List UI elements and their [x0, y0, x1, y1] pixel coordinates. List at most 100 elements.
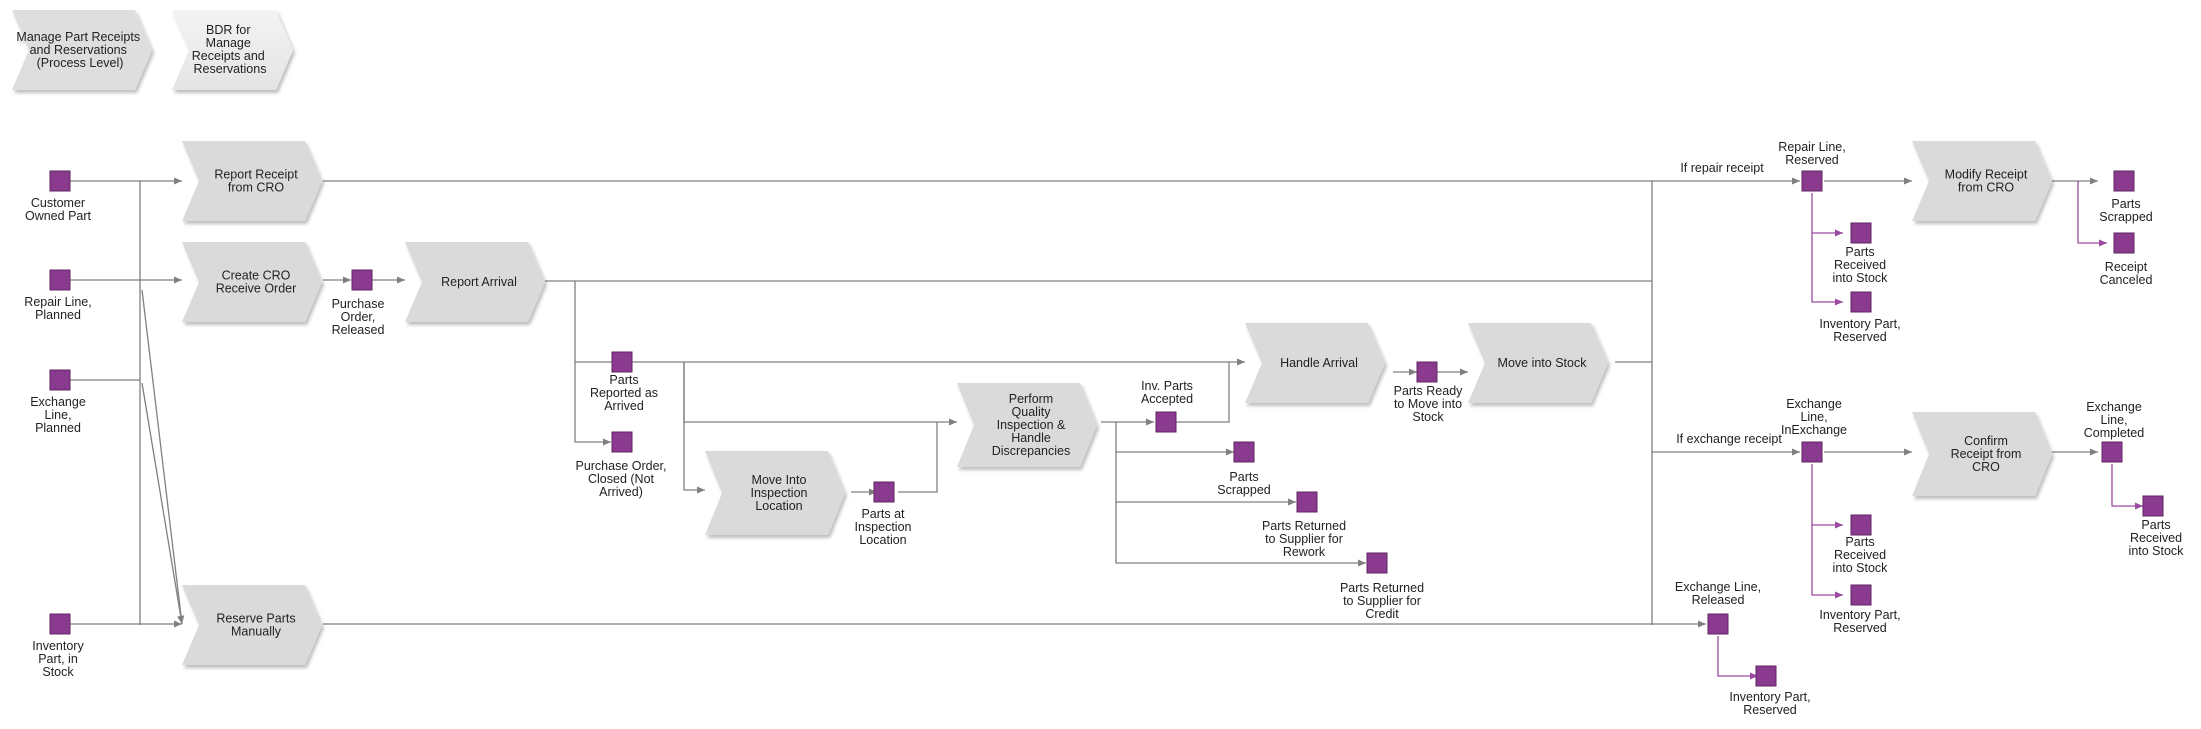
- state-label-line: Inventory Part,: [1819, 608, 1900, 622]
- state-label-line: into Stock: [1833, 561, 1889, 575]
- state-label-line: Accepted: [1141, 392, 1193, 406]
- state-square[interactable]: [611, 351, 633, 373]
- process-label-line: Quality: [1012, 405, 1052, 419]
- condition-if-repair-receipt: If repair receipt: [1680, 161, 1764, 175]
- state-square[interactable]: [1850, 514, 1872, 536]
- state-label-line: Arrived): [599, 485, 643, 499]
- condition-if-exchange-receipt: If exchange receipt: [1676, 432, 1782, 446]
- state-inventory-part-reserved-2[interactable]: Inventory Part,Reserved: [1819, 584, 1901, 635]
- state-square[interactable]: [1296, 491, 1318, 513]
- process-label-line: Receipt from: [1951, 447, 2022, 461]
- process-label: Report Arrival: [441, 275, 517, 289]
- state-square[interactable]: [1755, 665, 1777, 687]
- state-label-line: into Stock: [1833, 271, 1889, 285]
- state-square[interactable]: [1233, 441, 1255, 463]
- state-label-line: Repair Line,: [1778, 140, 1845, 154]
- state-square[interactable]: [611, 431, 633, 453]
- state-label-line: to Move into: [1394, 397, 1462, 411]
- state-inventory-part-reserved-1[interactable]: Inventory Part,Reserved: [1819, 291, 1901, 344]
- state-label-line: Received: [1834, 258, 1886, 272]
- state-square[interactable]: [49, 613, 71, 635]
- state-label-line: Canceled: [2100, 273, 2153, 287]
- state-square[interactable]: [1850, 584, 1872, 606]
- state-inventory-part-reserved-3[interactable]: Inventory Part,Reserved: [1729, 665, 1811, 717]
- state-repair-line-planned[interactable]: Repair Line,Planned: [24, 269, 92, 322]
- svg-text:Manage Part Receipts and: Manage Part Receipts and Reservations (P…: [16, 30, 143, 70]
- state-label-line: Parts Ready: [1394, 384, 1464, 398]
- state-label-line: Exchange: [1786, 397, 1842, 411]
- header-process-level[interactable]: Manage Part Receipts and Reservations (P…: [12, 10, 152, 90]
- state-square[interactable]: [2142, 495, 2164, 517]
- state-square[interactable]: [1850, 222, 1872, 244]
- state-exchange-line-released[interactable]: Exchange Line,Released: [1675, 580, 1761, 635]
- state-square[interactable]: [1707, 613, 1729, 635]
- state-square[interactable]: [1801, 170, 1823, 192]
- state-square[interactable]: [1366, 552, 1388, 574]
- state-square[interactable]: [1155, 411, 1177, 433]
- state-square[interactable]: [1801, 441, 1823, 463]
- state-square[interactable]: [49, 369, 71, 391]
- state-square[interactable]: [873, 481, 895, 503]
- state-repair-line-reserved[interactable]: Repair Line,Reserved: [1778, 140, 1846, 192]
- state-square[interactable]: [2113, 170, 2135, 192]
- process-report-arrival[interactable]: Report Arrival: [405, 242, 545, 322]
- process-label-line: Report Arrival: [441, 275, 517, 289]
- process-label-line: Handle: [1011, 431, 1051, 445]
- state-label-line: Parts Returned: [1262, 519, 1346, 533]
- state-square[interactable]: [351, 269, 373, 291]
- state-label-line: Parts: [1229, 470, 1258, 484]
- header-bdr-line: BDR for: [206, 23, 250, 37]
- state-label-line: Rework: [1283, 545, 1326, 559]
- state-square[interactable]: [1416, 361, 1438, 383]
- state-square[interactable]: [2113, 232, 2135, 254]
- state-label-line: Stock: [1412, 410, 1444, 424]
- state-square[interactable]: [2101, 441, 2123, 463]
- state-square[interactable]: [49, 269, 71, 291]
- process-label-line: Inspection: [751, 486, 808, 500]
- state-label-line: Received: [2130, 531, 2182, 545]
- state-square[interactable]: [1850, 291, 1872, 313]
- state-square[interactable]: [49, 170, 71, 192]
- state-label-line: Received: [1834, 548, 1886, 562]
- state-label-line: to Supplier for: [1343, 594, 1421, 608]
- header-bdr[interactable]: BDR for Manage Receipts and Reservations: [172, 10, 293, 90]
- process-handle-arrival[interactable]: Handle Arrival: [1245, 323, 1385, 403]
- process-label-line: Reserve Parts: [216, 612, 295, 626]
- state-label-line: Order,: [341, 310, 376, 324]
- process-move-into-stock[interactable]: Move into Stock: [1468, 323, 1608, 403]
